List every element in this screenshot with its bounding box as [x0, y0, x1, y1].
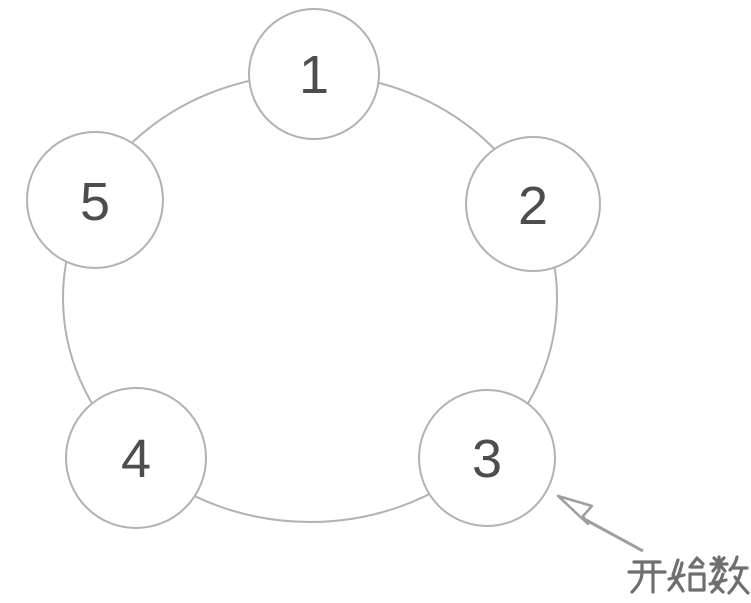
arrow-head: [556, 494, 594, 526]
glyph-kai: [627, 560, 667, 594]
annotation-arrow: [556, 494, 644, 553]
node-label-2: 2: [518, 176, 548, 236]
glyph-shu: [708, 555, 750, 595]
glyph-shi: [667, 556, 706, 593]
annotation-label: [627, 555, 750, 595]
node-circle-2: [465, 136, 601, 272]
node-label-5: 5: [80, 172, 110, 232]
node-label-4: 4: [121, 429, 151, 489]
node-circle-5: [26, 131, 164, 269]
node-circle-4: [65, 387, 207, 529]
node-label-1: 1: [299, 45, 329, 105]
node-circle-1: [248, 8, 380, 140]
arrow-shaft: [585, 518, 644, 553]
node-label-3: 3: [472, 429, 502, 489]
node-circle-3: [418, 389, 556, 527]
